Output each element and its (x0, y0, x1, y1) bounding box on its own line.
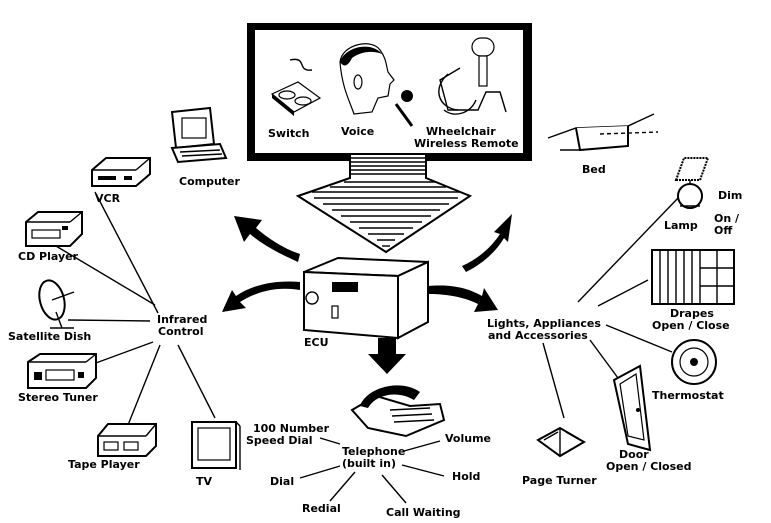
telephone-built-in-label: (built in) (342, 457, 396, 470)
bed-icon (547, 113, 659, 152)
wheelchair-label: Wheelchair (426, 125, 496, 138)
speed-dial-label-1: 100 Number (253, 422, 330, 435)
ecu-label: ECU (304, 336, 329, 349)
telephone-icon (350, 385, 446, 438)
voice-label: Voice (341, 125, 374, 138)
door-label: Door (619, 448, 649, 461)
drapes-icon (651, 249, 735, 305)
switch-label: Switch (268, 127, 309, 140)
tv-label: TV (196, 475, 213, 488)
hold-label: Hold (452, 470, 480, 483)
connector-lines (55, 191, 681, 504)
tape-player-label: Tape Player (68, 458, 140, 471)
vcr-icon (91, 157, 151, 187)
computer-icon (170, 106, 228, 164)
thermostat-label: Thermostat (652, 389, 724, 402)
drapes-open-close-label: Open / Close (652, 319, 730, 332)
tv-icon (191, 421, 241, 470)
funnel-icon (295, 153, 473, 254)
speed-dial-label-2: Speed Dial (246, 434, 313, 447)
arrow-down (368, 338, 406, 374)
lights-hub-label-2: and Accessories (488, 329, 588, 342)
arrow-right (428, 285, 498, 312)
lights-hub-label-1: Lights, Appliances (487, 317, 601, 330)
telephone-label: Telephone (342, 445, 405, 458)
vcr-label: VCR (95, 192, 121, 205)
voice-head-icon (339, 43, 414, 127)
page-turner-icon (536, 426, 586, 458)
stereo-tuner-label: Stereo Tuner (18, 391, 98, 404)
redial-label: Redial (302, 502, 341, 515)
wheelchair-icon (438, 37, 507, 115)
dim-label: Dim (718, 189, 742, 202)
door-open-closed-label: Open / Closed (606, 460, 691, 473)
stereo-tuner-icon (27, 353, 97, 389)
call-waiting-label: Call Waiting (386, 506, 461, 519)
door-icon (612, 364, 652, 452)
cd-player-label: CD Player (18, 250, 79, 263)
dial-label: Dial (270, 475, 294, 488)
satellite-dish-label: Satellite Dish (8, 330, 91, 343)
on-off-label-1: On / (714, 212, 740, 225)
cd-player-icon (25, 211, 83, 247)
ecu-box-icon (303, 256, 429, 340)
computer-label: Computer (179, 175, 241, 188)
arrow-left (222, 281, 300, 312)
page-turner-label: Page Turner (522, 474, 597, 487)
volume-label: Volume (445, 432, 491, 445)
thermostat-icon (671, 339, 717, 385)
control-label: Control (158, 325, 203, 338)
drapes-label: Drapes (670, 307, 714, 320)
wireless-remote-label: Wireless Remote (414, 137, 519, 150)
lamp-label: Lamp (664, 219, 698, 232)
bed-label: Bed (582, 163, 606, 176)
infrared-label: Infrared (157, 313, 207, 326)
input-panel: Switch Voice Wheelchair Wireless Remote (247, 23, 532, 161)
on-off-label-2: Off (714, 224, 732, 237)
flow-arrows (222, 214, 512, 374)
arrow-upper-left (234, 216, 300, 262)
arrow-upper-right (462, 214, 512, 272)
lamp-icon (674, 157, 710, 209)
satellite-dish-icon (38, 279, 75, 329)
switch-icon (270, 58, 322, 116)
tape-player-icon (97, 423, 157, 457)
